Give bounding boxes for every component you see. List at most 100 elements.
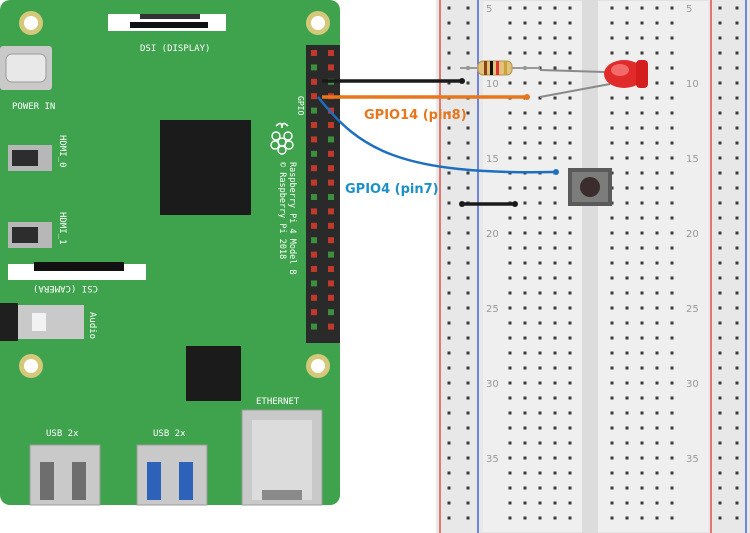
breadboard-hole	[508, 216, 512, 220]
breadboard-hole	[610, 381, 614, 385]
breadboard-hole	[625, 171, 629, 175]
breadboard-hole	[625, 321, 629, 325]
breadboard-hole	[735, 486, 739, 490]
breadboard-hole	[625, 36, 629, 40]
breadboard-hole	[655, 411, 659, 415]
breadboard-hole	[718, 501, 722, 505]
breadboard-hole	[640, 366, 644, 370]
breadboard-hole	[538, 411, 542, 415]
breadboard-hole	[655, 516, 659, 520]
breadboard-hole	[523, 351, 527, 355]
breadboard-hole	[655, 246, 659, 250]
breadboard-hole	[655, 471, 659, 475]
breadboard-hole	[538, 111, 542, 115]
breadboard-hole	[523, 246, 527, 250]
breadboard-hole	[718, 216, 722, 220]
breadboard-hole	[735, 156, 739, 160]
breadboard-hole	[735, 441, 739, 445]
breadboard-hole	[553, 441, 557, 445]
breadboard-hole	[640, 456, 644, 460]
breadboard-hole	[625, 21, 629, 25]
gpio-pin	[311, 323, 317, 330]
breadboard-hole	[508, 306, 512, 310]
breadboard-hole	[625, 456, 629, 460]
breadboard-hole	[718, 171, 722, 175]
breadboard-hole	[447, 381, 451, 385]
breadboard-hole	[538, 6, 542, 10]
wires	[317, 78, 559, 207]
breadboard-hole	[538, 246, 542, 250]
breadboard-hole	[466, 456, 470, 460]
breadboard-hole	[670, 6, 674, 10]
breadboard-hole	[466, 351, 470, 355]
gpio-pin	[311, 280, 317, 287]
breadboard-hole	[655, 426, 659, 430]
breadboard-hole	[466, 216, 470, 220]
breadboard-hole	[735, 21, 739, 25]
breadboard-hole	[523, 261, 527, 265]
breadboard-hole	[640, 51, 644, 55]
gpio-pin	[311, 122, 317, 128]
breadboard-hole	[670, 201, 674, 205]
breadboard-hole	[625, 411, 629, 415]
breadboard-hole	[466, 501, 470, 505]
breadboard-hole	[640, 471, 644, 475]
gpio-pin	[311, 93, 317, 100]
gpio-pin	[328, 165, 334, 172]
breadboard-hole	[655, 51, 659, 55]
gpio-pin	[311, 78, 317, 85]
breadboard-hole	[508, 276, 512, 280]
breadboard-hole	[735, 501, 739, 505]
breadboard-hole	[735, 111, 739, 115]
breadboard-hole	[718, 516, 722, 520]
breadboard-hole	[508, 351, 512, 355]
breadboard-hole	[553, 306, 557, 310]
breadboard-hole	[625, 186, 629, 190]
breadboard-hole	[670, 306, 674, 310]
breadboard-hole	[523, 411, 527, 415]
breadboard-hole	[655, 351, 659, 355]
breadboard-hole	[508, 411, 512, 415]
gpio-pin	[328, 150, 334, 157]
breadboard-hole	[625, 141, 629, 145]
breadboard-hole	[508, 441, 512, 445]
breadboard-hole	[568, 381, 572, 385]
breadboard-hole	[466, 186, 470, 190]
breadboard-hole	[735, 411, 739, 415]
breadboard-hole	[538, 336, 542, 340]
gpio-pin	[311, 251, 317, 258]
breadboard-hole	[718, 381, 722, 385]
breadboard-hole	[655, 261, 659, 265]
breadboard-hole	[610, 441, 614, 445]
breadboard-hole	[670, 516, 674, 520]
breadboard-hole	[735, 201, 739, 205]
breadboard-hole	[568, 81, 572, 85]
breadboard-hole	[568, 261, 572, 265]
row-num-left: 25	[486, 304, 499, 315]
breadboard-hole	[508, 156, 512, 160]
breadboard-hole	[670, 36, 674, 40]
row-num-right: 25	[686, 304, 699, 315]
breadboard-hole	[655, 276, 659, 280]
gpio-pin	[328, 194, 334, 200]
breadboard-hole	[523, 156, 527, 160]
breadboard-hole	[553, 471, 557, 475]
breadboard-hole	[718, 306, 722, 310]
breadboard-hole	[447, 111, 451, 115]
gpio-pin	[311, 64, 317, 71]
breadboard-hole	[610, 156, 614, 160]
breadboard-hole	[538, 201, 542, 205]
breadboard-hole	[655, 486, 659, 490]
breadboard-hole	[553, 126, 557, 130]
breadboard-hole	[568, 111, 572, 115]
breadboard-hole	[670, 51, 674, 55]
breadboard-hole	[553, 231, 557, 235]
breadboard-hole	[718, 261, 722, 265]
breadboard-hole	[655, 381, 659, 385]
breadboard-hole	[610, 126, 614, 130]
breadboard-hole	[640, 441, 644, 445]
breadboard-hole	[568, 516, 572, 520]
breadboard-hole	[447, 366, 451, 370]
breadboard-hole	[718, 156, 722, 160]
breadboard-hole	[568, 36, 572, 40]
